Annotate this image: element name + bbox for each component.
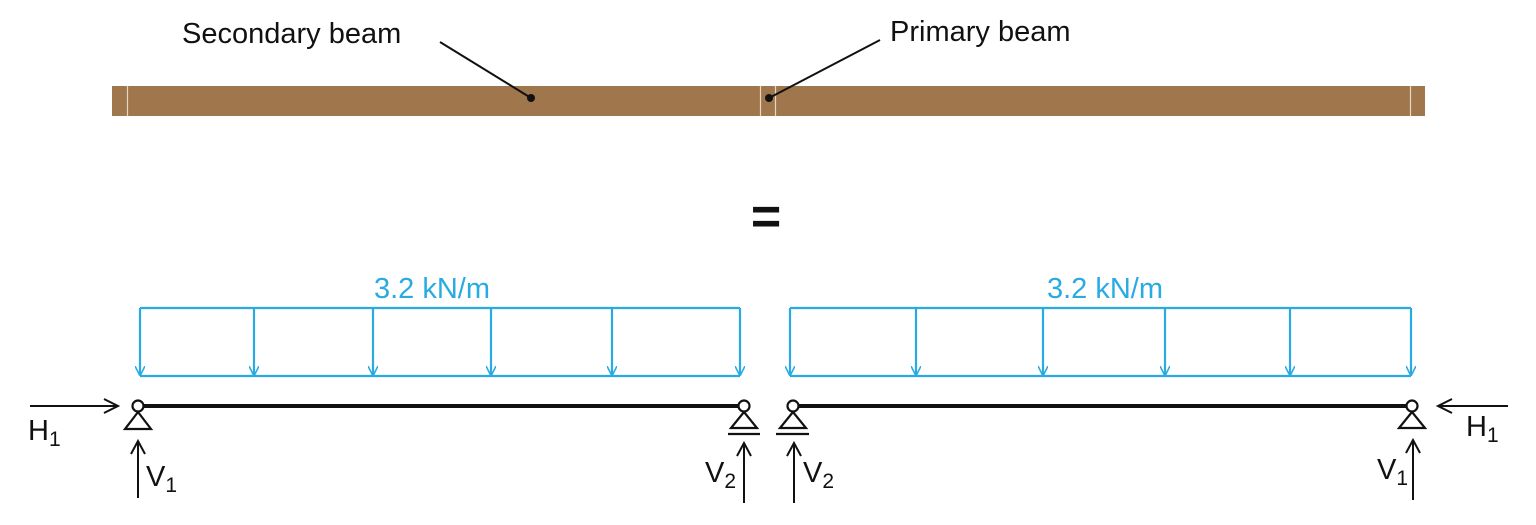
- secondary-beam-leader: [439, 41, 532, 99]
- left-pinned-support: [122, 399, 154, 431]
- right-span-v2-arrow: [786, 440, 802, 503]
- left-h1-label: H1: [28, 415, 61, 451]
- right-h1-label: H1: [1466, 411, 1499, 447]
- right-span-model: 3.2 kN/m V2: [776, 273, 1508, 503]
- left-span-v2-label: V2: [705, 457, 736, 493]
- secondary-beam-leader-dot: [527, 94, 535, 102]
- left-span-model: 3.2 kN/m H1 V1: [28, 273, 760, 503]
- secondary-beam-right-segment: [776, 86, 1410, 116]
- secondary-beam-left-segment: [128, 86, 760, 116]
- right-v1-arrow: [1405, 437, 1421, 500]
- right-span-roller-support: [776, 399, 809, 436]
- secondary-beam-right-end: [1411, 86, 1425, 116]
- right-distributed-load: [790, 306, 1411, 378]
- right-h1-arrow: [1435, 398, 1508, 414]
- left-h1-arrow: [30, 398, 121, 414]
- right-span-v2-label: V2: [803, 457, 834, 493]
- top-beam-view: Secondary beam Primary beam: [112, 16, 1425, 116]
- left-load-label: 3.2 kN/m: [374, 273, 490, 305]
- primary-beam-label: Primary beam: [890, 16, 1071, 48]
- left-v1-label: V1: [146, 461, 177, 497]
- left-span-v2-arrow: [736, 440, 752, 503]
- equals-sign: =: [751, 188, 781, 246]
- left-distributed-load: [140, 306, 740, 378]
- primary-beam-leader: [768, 39, 881, 99]
- secondary-beam-left-end: [112, 86, 127, 116]
- left-span-roller-support: [728, 399, 760, 436]
- left-v1-arrow: [130, 438, 146, 498]
- secondary-beam-label: Secondary beam: [182, 18, 401, 50]
- right-v1-label: V1: [1377, 454, 1408, 490]
- right-pinned-support: [1396, 399, 1428, 430]
- right-load-label: 3.2 kN/m: [1047, 273, 1163, 305]
- primary-beam-leader-dot: [765, 94, 773, 102]
